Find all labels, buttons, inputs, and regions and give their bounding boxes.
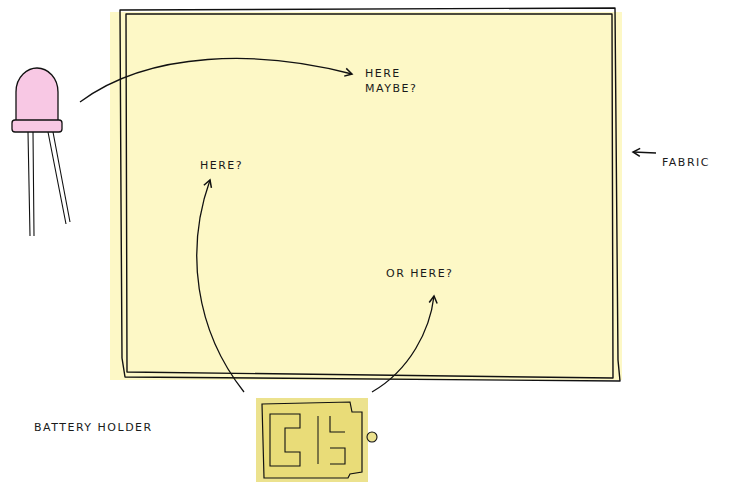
fabric-area: FABRIC <box>110 10 622 380</box>
fabric-fill <box>110 12 622 380</box>
part-name: BATTERY HOLDER <box>34 420 194 435</box>
fabric-label: FABRIC <box>662 155 710 170</box>
battery-arrow <box>197 180 244 392</box>
battery-arrow <box>372 296 434 392</box>
placement-note: HERE MAYBE? <box>365 66 427 96</box>
placement-note: HERE? <box>200 158 280 173</box>
led-symbol <box>12 68 70 236</box>
led-arrow <box>80 59 352 102</box>
fabric-outline <box>120 8 620 381</box>
fabric-leader <box>633 152 656 153</box>
placement-note: OR HERE? <box>386 266 486 281</box>
battery-holder-symbol <box>256 398 377 482</box>
